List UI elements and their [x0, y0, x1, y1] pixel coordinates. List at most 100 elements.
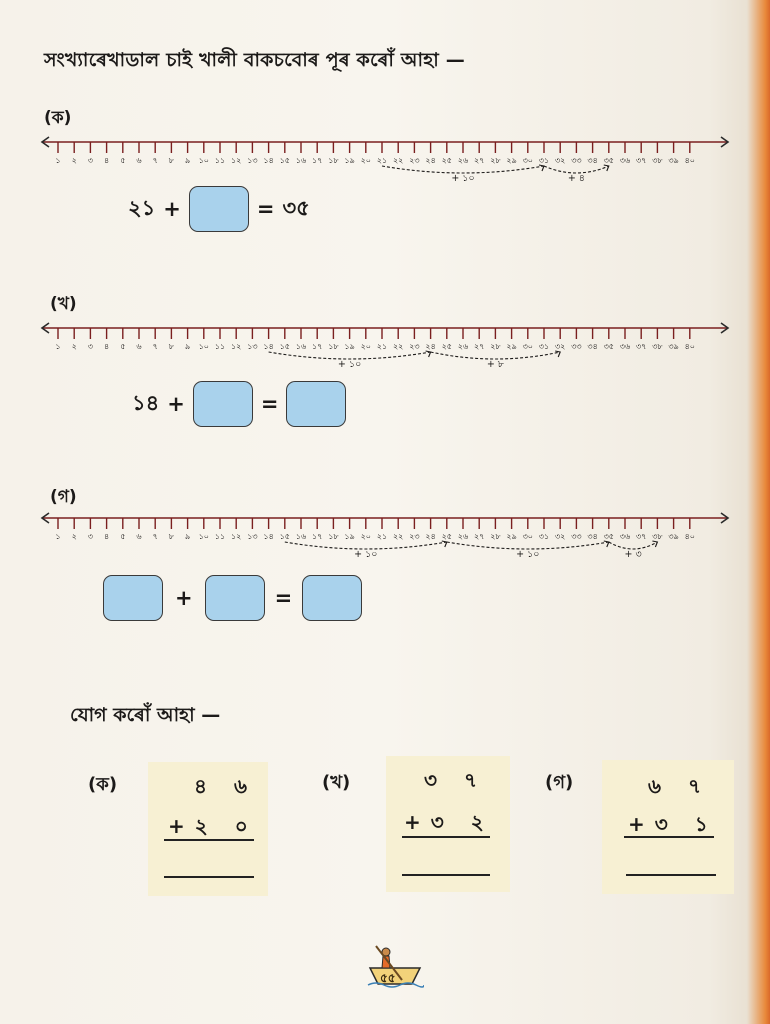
- tick-label: ৩৫: [604, 156, 614, 165]
- tick-label: ৩: [88, 156, 93, 165]
- tick-label: ১০: [199, 342, 209, 351]
- addition-label-ga: (গ): [545, 772, 574, 793]
- jump-arc: [446, 541, 609, 550]
- tick-label: ২৫: [442, 532, 452, 541]
- tick-label: ১: [55, 156, 60, 165]
- addition-label-ka: (ক): [88, 774, 118, 795]
- tick-label: ১৮: [328, 156, 339, 165]
- jump-arrowhead-icon: [603, 540, 610, 548]
- page-number: ৫৫: [380, 971, 396, 985]
- tick-label: ১২: [231, 532, 241, 541]
- jump-arc: [608, 541, 658, 550]
- tick-label: ৫: [120, 156, 125, 165]
- tick-label: ১৬: [296, 532, 306, 541]
- answer-box[interactable]: [204, 575, 265, 621]
- tick-label: ৭: [153, 532, 158, 541]
- jump-arrowhead-icon: [425, 350, 432, 358]
- tick-label: ৮: [169, 342, 175, 351]
- tick-label: ৭: [153, 342, 158, 351]
- left-arrow-icon: [40, 512, 50, 524]
- tick-label: ২৫: [442, 342, 452, 351]
- jump-arrowhead-icon: [538, 164, 545, 172]
- answer-line[interactable]: [626, 874, 716, 876]
- equation-result: ৩৫: [282, 195, 310, 220]
- tick-label: ১১: [215, 156, 225, 165]
- tick-label: ১৪: [263, 156, 273, 165]
- tick-label: ২১: [377, 532, 387, 541]
- tick-label: ৪০: [685, 156, 695, 165]
- tick-label: ৩১: [539, 342, 549, 351]
- jump-label: + ৮: [487, 359, 505, 370]
- left-arrow-icon: [40, 136, 50, 148]
- tick-label: ৯: [185, 342, 190, 351]
- sum-line: [624, 836, 714, 838]
- tick-label: ২০: [361, 532, 371, 541]
- addition-bottom-number: +২ ০: [168, 814, 258, 838]
- tick-label: ৩৩: [571, 342, 581, 351]
- equation-first-addend: ২১: [128, 195, 156, 220]
- tick-label: ২৪: [425, 342, 435, 351]
- tick-label: ৪: [104, 342, 109, 351]
- answer-box[interactable]: [286, 381, 347, 427]
- tick-label: ২২: [393, 156, 403, 165]
- tick-label: ৪: [104, 532, 109, 541]
- tick-label: ১৩: [247, 156, 257, 165]
- plus-sign: +: [175, 586, 193, 610]
- tick-label: ১: [55, 532, 60, 541]
- tick-label: ২৪: [425, 156, 435, 165]
- tick-label: ২: [72, 532, 77, 541]
- answer-box[interactable]: [103, 575, 163, 621]
- right-arrow-icon: [720, 322, 730, 334]
- tick-label: ১২: [231, 342, 241, 351]
- tick-label: ২৯: [506, 342, 516, 351]
- tick-label: ২৭: [474, 156, 484, 165]
- answer-box[interactable]: [188, 186, 249, 232]
- answer-box[interactable]: [192, 381, 253, 427]
- tick-label: ৬: [136, 342, 141, 351]
- answer-box[interactable]: [302, 575, 363, 621]
- plus-sign: +: [163, 197, 181, 221]
- answer-line[interactable]: [402, 874, 490, 876]
- tick-label: ৩৭: [636, 532, 646, 541]
- tick-label: ৪: [104, 156, 109, 165]
- tick-label: ১০: [199, 532, 209, 541]
- equation-first-addend: ১৪: [132, 390, 160, 415]
- tick-label: ৩: [88, 532, 93, 541]
- tick-label: ১০: [199, 156, 209, 165]
- tick-label: ৩৮: [652, 156, 663, 165]
- tick-label: ৫: [120, 532, 125, 541]
- right-arrow-icon: [720, 136, 730, 148]
- tick-label: ৩২: [555, 342, 565, 351]
- instruction-title: সংখ্যাৰেখাডাল চাই খালী বাকচবোৰ পূৰ কৰোঁ …: [44, 49, 465, 71]
- tick-label: ২৩: [409, 532, 419, 541]
- jump-arc: [268, 351, 431, 360]
- equation-ga: + =: [103, 575, 363, 621]
- tick-label: ৩৬: [620, 532, 630, 541]
- tick-label: ৩৩: [571, 532, 581, 541]
- tick-label: ৩৫: [604, 532, 614, 541]
- jump-arc: [381, 165, 545, 174]
- tick-label: ২৪: [425, 532, 435, 541]
- tick-label: ৩৫: [604, 342, 614, 351]
- tick-label: ১৯: [344, 532, 354, 541]
- tick-label: ২১: [377, 342, 387, 351]
- tick-label: ১৯: [344, 342, 354, 351]
- tick-label: ২৫: [442, 156, 452, 165]
- tick-label: ২১: [377, 156, 387, 165]
- addition-card-ka: ৪ ৬ +২ ০: [148, 762, 268, 896]
- tick-label: ৩২: [555, 532, 565, 541]
- tick-label: ১৬: [296, 156, 306, 165]
- jump-arc: [284, 541, 447, 550]
- answer-line[interactable]: [164, 876, 254, 878]
- tick-label: ৩৬: [620, 156, 630, 165]
- tick-label: ৩১: [539, 156, 549, 165]
- tick-label: ২৮: [490, 156, 501, 165]
- jump-label: + ১০: [516, 549, 539, 560]
- tick-label: ৪০: [685, 532, 695, 541]
- problem-label-kha: (খ): [50, 294, 77, 314]
- boat-rower-icon: [367, 945, 425, 988]
- sum-line: [164, 839, 254, 841]
